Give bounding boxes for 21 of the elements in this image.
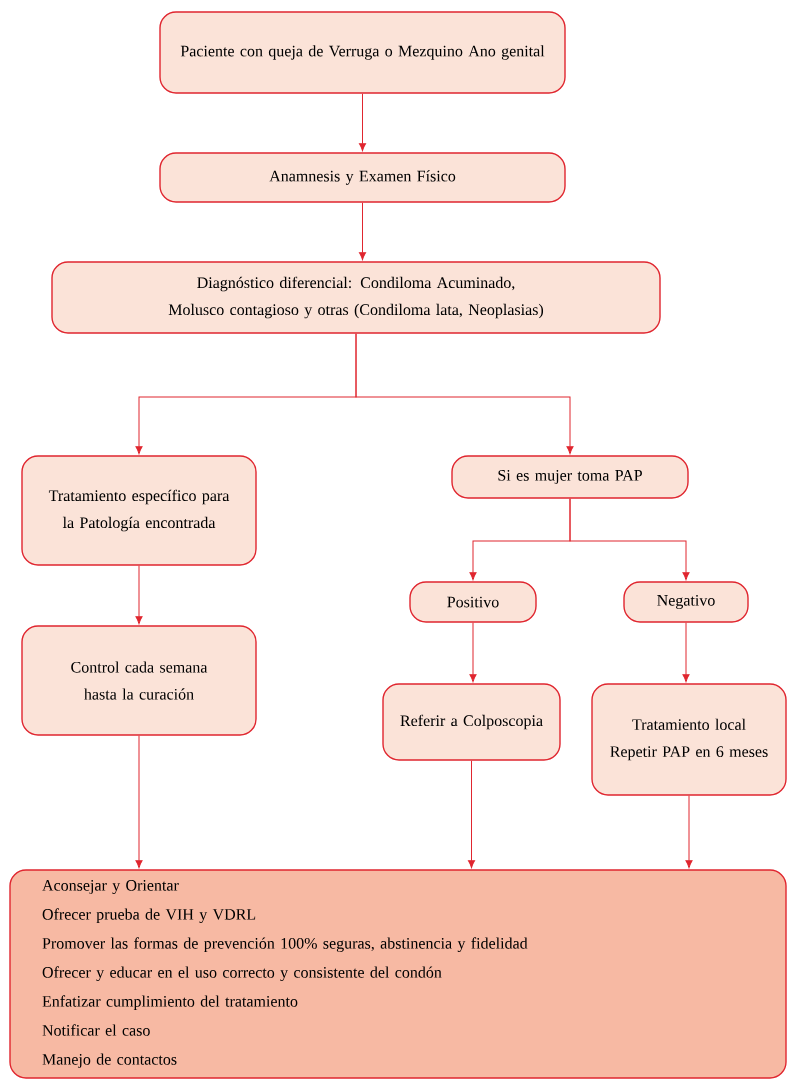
process-box: Negativo bbox=[623, 581, 749, 623]
action-list-box: Aconsejar y Orientar Ofrecer prueba de VIH y VDRL Promover las formas de prevención 100% seguras, abstinencia y fidelidad Ofrecer y educar en el uso correcto y consistente del condón Enfatizar cumplimiento del tratamiento Notificar el caso Manejo de contactos bbox=[9, 869, 787, 1079]
arrow bbox=[358, 202, 367, 261]
arrow bbox=[469, 622, 477, 683]
arrow bbox=[685, 795, 693, 869]
arrow bbox=[135, 565, 143, 625]
arrow bbox=[467, 760, 476, 869]
arrow bbox=[355, 333, 574, 455]
arrow bbox=[358, 93, 367, 152]
process-box: Paciente con queja de Verruga o Mezquino Ano genital bbox=[159, 11, 566, 94]
process-box: Tratamiento local Repetir PAP en 6 meses bbox=[591, 683, 787, 796]
process-box: Tratamiento específico para la Patología encontrada bbox=[21, 455, 257, 566]
process-box: Positivo bbox=[409, 581, 537, 623]
arrow bbox=[135, 735, 143, 869]
process-box: Si es mujer toma PAP bbox=[451, 455, 689, 499]
process-box: Referir a Colposcopia bbox=[382, 683, 561, 761]
process-box: Diagnóstico diferencial: Condiloma Acuminado, Molusco contagioso y otras (Condiloma lata, Neoplasias) bbox=[51, 261, 661, 334]
arrow bbox=[569, 498, 690, 581]
process-box: Anamnesis y Examen Físico bbox=[159, 152, 566, 203]
process-box: Control cada semana hasta la curación bbox=[21, 625, 257, 736]
arrow bbox=[682, 622, 690, 683]
